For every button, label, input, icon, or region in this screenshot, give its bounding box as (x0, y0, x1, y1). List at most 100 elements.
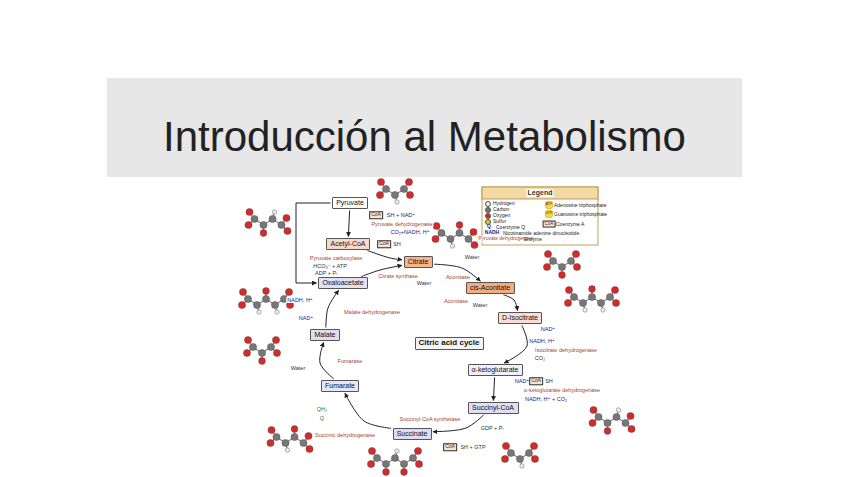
atom (239, 288, 246, 295)
atom (400, 185, 407, 192)
atom (549, 257, 556, 264)
cofactor: CoA (443, 443, 457, 451)
cofactor: Water (464, 254, 480, 260)
cofactor: SH (544, 378, 554, 384)
atp-symbol (545, 201, 553, 209)
legend-entry: Hydrogen (485, 201, 515, 207)
atom (300, 439, 307, 446)
legend-swatch (485, 219, 491, 225)
atom (373, 454, 380, 461)
atom (263, 288, 270, 295)
cofactor: Q (319, 415, 325, 421)
atom (409, 454, 416, 461)
legend-text: Coenzyme Q (496, 225, 525, 231)
atom (450, 244, 454, 248)
atom (525, 449, 532, 456)
metabolite-box: Succinate (393, 428, 432, 440)
atom (272, 336, 279, 343)
node-text: Succinate (397, 430, 428, 438)
legend-text: Coenzyme A (556, 222, 584, 228)
atom (260, 230, 267, 237)
atom (382, 185, 389, 192)
atom (246, 208, 253, 215)
cofactor: NAD⁺ (540, 326, 557, 332)
atom (627, 412, 634, 419)
atom (597, 299, 604, 306)
legend-text: Guanosine triphosphate (554, 212, 607, 218)
atom (273, 349, 280, 356)
node-text: Acetyl-CoA (330, 240, 365, 248)
legend-text: Adenosine triphosphate (554, 203, 607, 209)
legend-header (482, 187, 598, 199)
cofactor: Water (416, 280, 432, 286)
enzyme-label: α-ketoglutarate dehydrogenase (523, 387, 601, 393)
cofactor: ADP + Pᵢ (314, 270, 338, 276)
cofactor: Water (290, 365, 306, 371)
atom (628, 425, 635, 432)
enzyme-label: Pyruvate dehydrogenase (370, 221, 433, 227)
atom (291, 426, 298, 433)
reaction-arrow (503, 295, 517, 311)
atom (368, 447, 375, 454)
symbol-sample: CoA (543, 221, 556, 228)
reaction-arrow (320, 342, 334, 378)
atom (267, 343, 274, 350)
atom (383, 469, 390, 476)
atom (284, 227, 291, 234)
metabolite-box: Acetyl-CoA (326, 238, 370, 250)
atom (559, 272, 566, 279)
cofactor: CO₂ (534, 355, 546, 361)
atom (564, 299, 571, 306)
legend-text: Hydrogen (493, 201, 515, 207)
cofactor: GDP + Pᵢ (480, 425, 505, 431)
atom (382, 460, 389, 467)
atom (258, 349, 265, 356)
enzyme-label: Malate dehydrogenase (343, 309, 401, 315)
atom (406, 191, 413, 198)
legend-entry: Guanosine triphosphate (554, 212, 607, 218)
legend-entry: Coenzyme Q (496, 225, 525, 231)
node-text: D-Isocitrate (502, 314, 538, 322)
atom (249, 343, 256, 350)
node-text: Citrate (408, 258, 429, 266)
legend-text: Nicotinamide adenine dinucleotide (503, 231, 579, 237)
symbol-sample: Q (486, 224, 492, 230)
atom (572, 250, 579, 257)
cofactor: QH₂ (316, 406, 328, 412)
atom (604, 419, 611, 426)
atom (262, 295, 269, 302)
cofactor: SH + GTP (459, 444, 486, 450)
gtp-symbol (545, 210, 553, 218)
atom (565, 286, 572, 293)
metabolite-box: D-Isocitrate (498, 312, 542, 324)
cofactor: NAD⁺ (514, 378, 531, 384)
cofactor: NAD⁺ (298, 315, 315, 321)
atom (259, 358, 266, 365)
node-text: α-ketoglutarate (472, 366, 519, 374)
atom (243, 349, 250, 356)
legend-heading: Legend (527, 189, 554, 197)
atom (516, 455, 523, 462)
atom (601, 308, 605, 312)
atom (367, 460, 374, 467)
atom (438, 229, 445, 236)
atom (244, 295, 251, 302)
atom (271, 301, 278, 308)
node-text: Fumarate (325, 382, 355, 390)
atom (245, 221, 252, 228)
atom (377, 178, 384, 185)
atom (257, 310, 261, 314)
node-text: Malate (314, 331, 335, 339)
atom (272, 210, 276, 214)
atom (260, 221, 267, 228)
atom (275, 310, 279, 314)
atom (282, 439, 289, 446)
atom (306, 445, 313, 452)
cofactor: HCO₃⁻ + ATP (312, 263, 348, 269)
atom (305, 432, 312, 439)
metabolite-box: Citrate (404, 256, 433, 268)
symbol-sample: ATP (545, 203, 554, 207)
legend-entry: Oxygen (485, 213, 510, 219)
reaction-arrow (504, 325, 527, 363)
legend-text: Oxygen (493, 213, 510, 219)
